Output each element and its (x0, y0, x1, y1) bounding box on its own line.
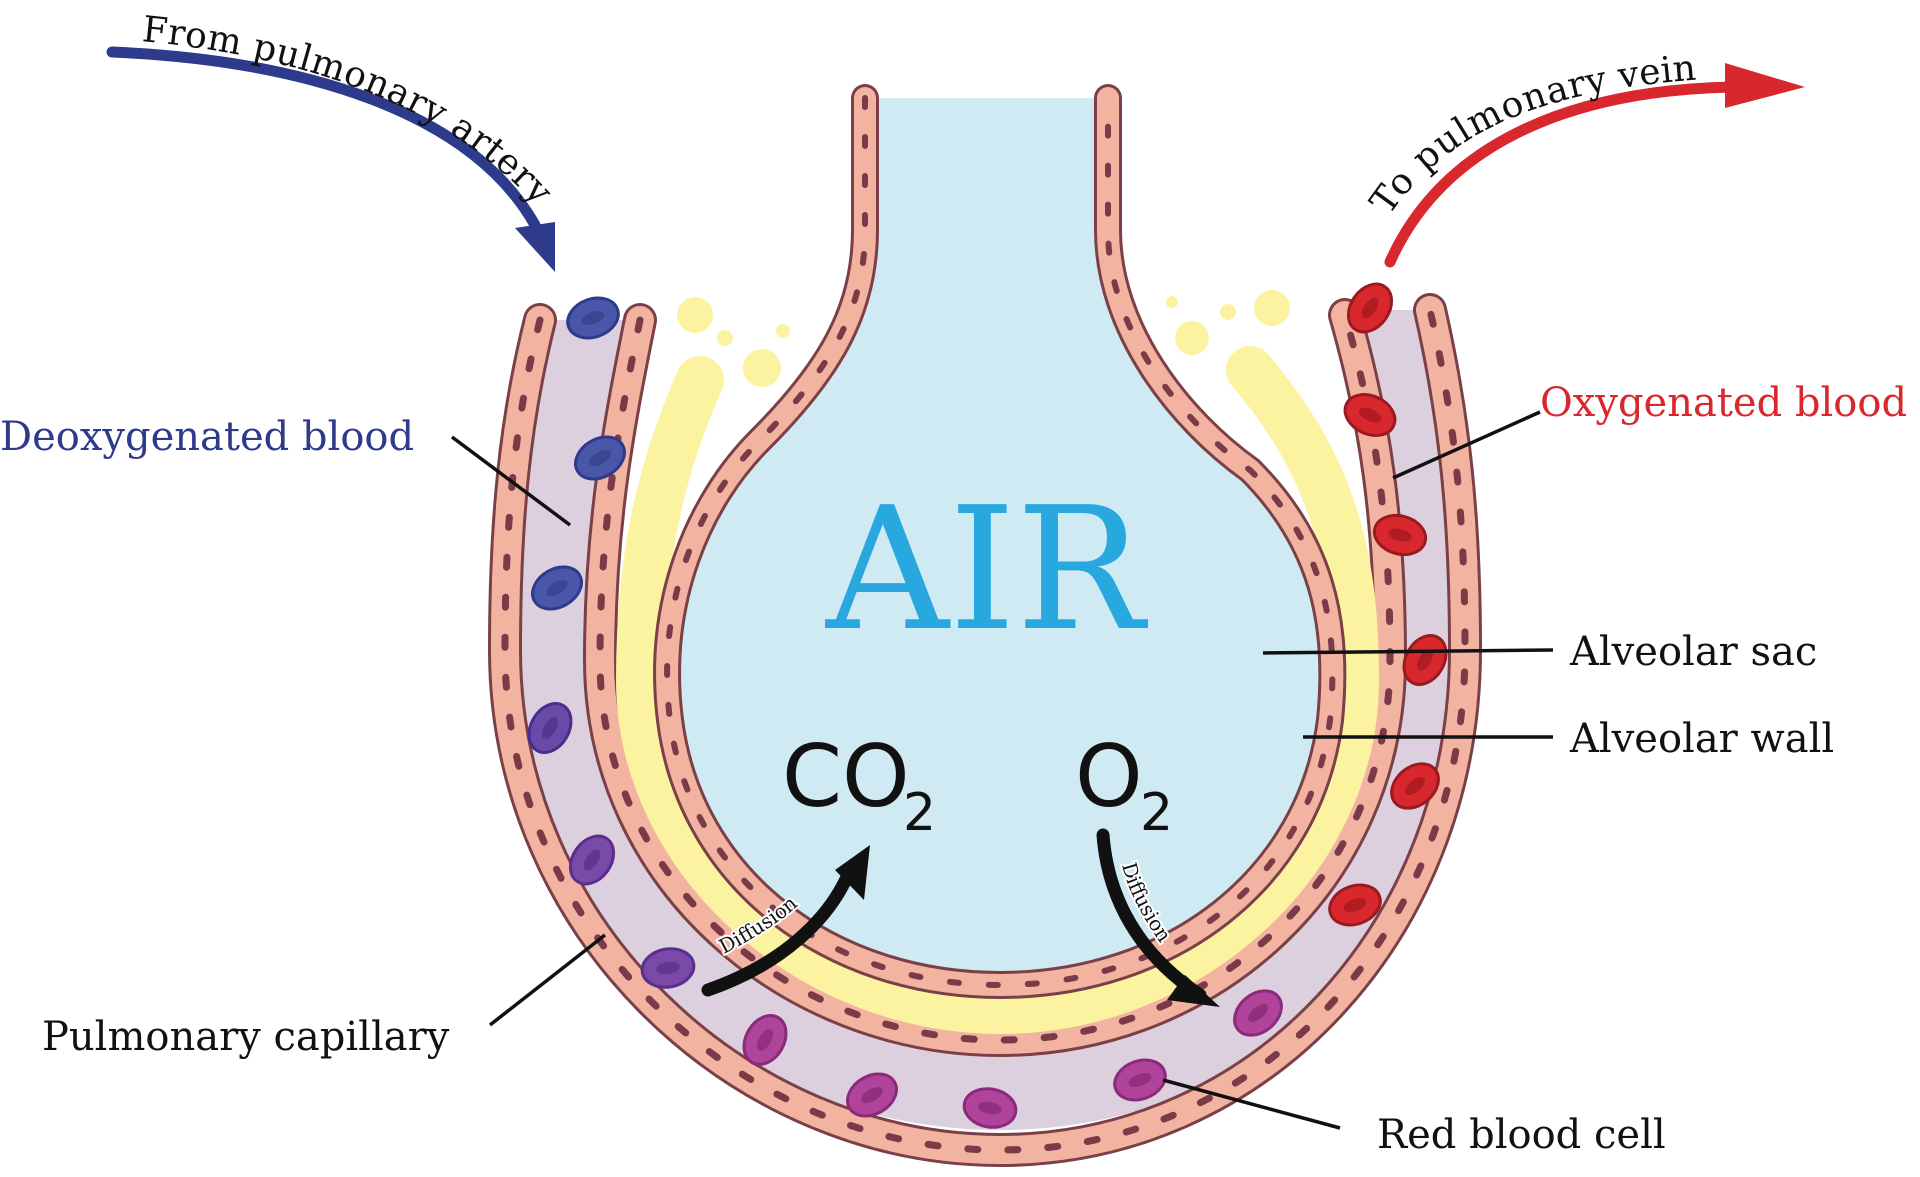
alveolar-wall-label: Alveolar wall (1569, 716, 1834, 762)
red-blood-cell (568, 834, 616, 886)
co2-subscript: 2 (903, 783, 936, 843)
red-blood-cell (1372, 513, 1428, 557)
pulmonary-capillary-shape (487, 293, 1483, 1168)
leader-alveolar-sac (1262, 648, 1554, 655)
red-blood-cell-label: Red blood cell (1377, 1112, 1666, 1158)
surfactant-layer (615, 290, 1380, 1035)
red-blood-cells (527, 282, 1448, 1129)
red-blood-cell (527, 702, 573, 754)
leader-pulmonary-capillary (488, 933, 607, 1027)
co2-formula: CO 2 (782, 727, 936, 843)
red-blood-cell (574, 435, 626, 481)
oxygenated-blood-label: Oxygenated blood (1540, 380, 1907, 426)
leader-lines (450, 410, 1554, 1130)
red-blood-cell (640, 947, 696, 989)
deoxygenated-blood-label: Deoxygenated blood (0, 414, 414, 460)
red-blood-cell (1113, 1058, 1167, 1102)
to-pulmonary-vein-label: To pulmonary vein (1363, 48, 1698, 222)
o2-main: O (1075, 727, 1143, 827)
red-blood-cell (1390, 762, 1440, 810)
red-blood-cell (566, 296, 620, 340)
red-blood-cell (1402, 634, 1448, 686)
artery-inflow-arrow: From pulmonary artery (106, 9, 561, 272)
red-blood-cell (962, 1087, 1018, 1129)
leader-deoxygenated (450, 435, 572, 527)
red-blood-cell (1328, 883, 1382, 927)
alveolar-sac-label: Alveolar sac (1569, 629, 1817, 675)
red-blood-cell (1346, 282, 1394, 334)
red-blood-cell (1343, 393, 1397, 437)
red-blood-cell (531, 565, 583, 611)
pulmonary-capillary-label: Pulmonary capillary (42, 1014, 450, 1060)
air-label: AIR (825, 471, 1149, 669)
o2-formula: O 2 (1075, 727, 1173, 843)
red-blood-cell (1233, 989, 1283, 1037)
leader-oxygenated (1392, 410, 1541, 480)
alveolar-sac-shape (653, 84, 1347, 1000)
vein-outflow-arrow: To pulmonary vein (1363, 48, 1805, 268)
co2-main: CO (782, 727, 910, 827)
red-blood-cell (846, 1072, 898, 1118)
o2-subscript: 2 (1140, 783, 1173, 843)
red-blood-cell (742, 1014, 788, 1066)
leader-red-blood-cell (1162, 1078, 1341, 1130)
